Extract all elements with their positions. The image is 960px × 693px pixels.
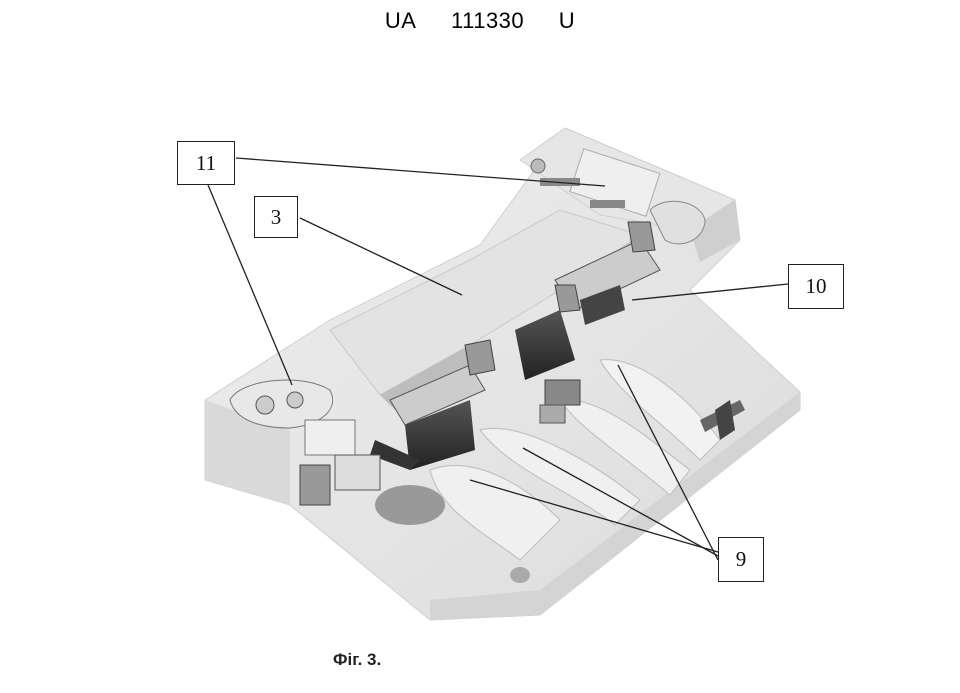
patent-number: 111330	[451, 8, 525, 33]
patent-kind-code: U	[558, 8, 576, 33]
reference-label-10: 10	[788, 264, 844, 309]
reference-label-9: 9	[718, 537, 764, 582]
patent-country-code: UA	[384, 8, 417, 33]
reference-label-3: 3	[254, 196, 298, 238]
leader-lines	[207, 157, 789, 561]
seat-row-upper	[515, 221, 661, 380]
patent-header: UA 111330 U	[0, 8, 960, 34]
seat-row-lower	[370, 339, 496, 470]
stretchers	[375, 359, 745, 583]
reference-label-11: 11	[177, 141, 235, 185]
figure-caption: Фіг. 3.	[333, 650, 382, 669]
left-equipment	[229, 379, 381, 506]
